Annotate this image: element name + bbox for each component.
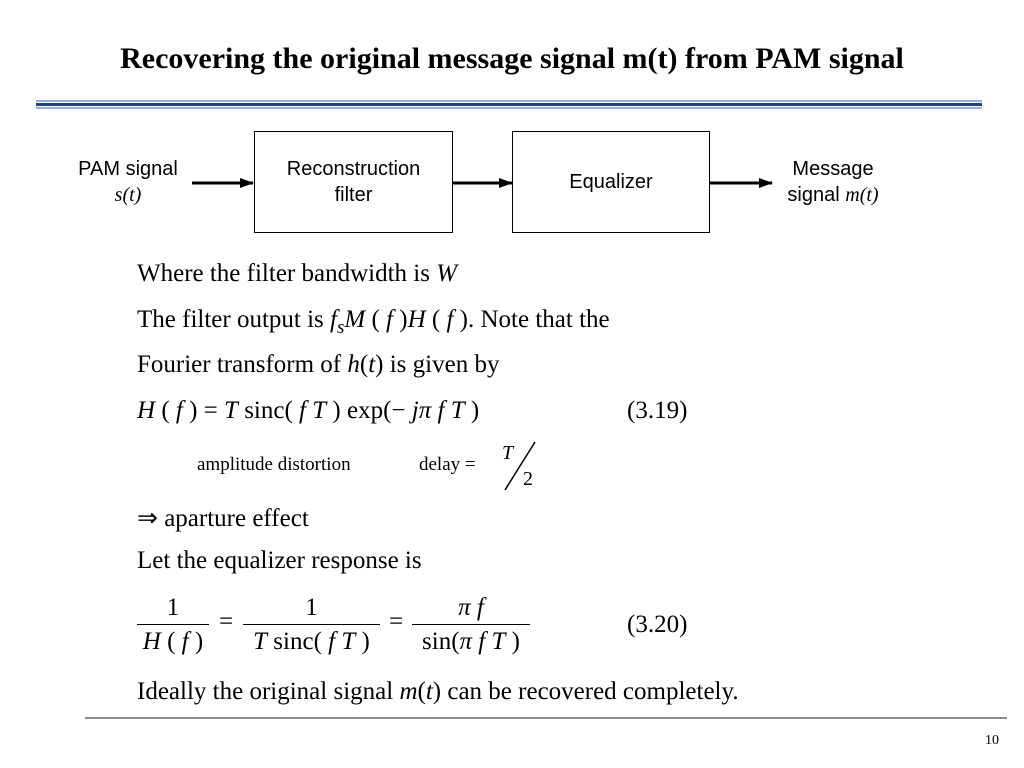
- diagram-arrows: [192, 178, 773, 188]
- bandwidth-text: Where the filter bandwidth is: [137, 260, 430, 287]
- text-line-filter-output: The filter output is fsM ( f )H ( f ). N…: [137, 306, 610, 339]
- input-label-text: PAM signal: [78, 158, 178, 180]
- output-label-line1: Message: [792, 158, 874, 180]
- title-divider: [36, 100, 982, 109]
- filter-output-text: The filter output is: [137, 306, 331, 333]
- equalizer-label: Equalizer: [569, 171, 653, 193]
- output-label: Message signal m(t): [768, 156, 898, 208]
- delay-label: delay =: [419, 454, 476, 475]
- block-diagram: PAM signal s(t) Reconstruction filter Eq…: [0, 0, 1024, 250]
- input-label: PAM signal s(t): [62, 156, 194, 208]
- equalizer-response-line: Let the equalizer response is: [137, 547, 422, 574]
- given-by-text: is given by: [383, 351, 500, 378]
- text-line-fourier: Fourier transform of h(t) is given by: [137, 351, 499, 379]
- equals-sign-1: =: [218, 608, 234, 635]
- ideal-recovery-line: Ideally the original signal m(t) can be …: [137, 678, 739, 706]
- aparture-effect-text: aparture effect: [164, 505, 309, 532]
- delay-text: delay: [419, 454, 461, 475]
- footer-divider: [85, 717, 1007, 719]
- equation-3-19: H ( f ) = T sinc( f T ) exp(− jπ f T ): [137, 397, 480, 424]
- delay-fraction: T 2: [502, 441, 536, 491]
- message-signal-symbol: m(t): [399, 678, 442, 705]
- equation-number-3-20: (3.20): [627, 611, 688, 638]
- output-label-line2: signal: [787, 184, 840, 206]
- note-text: . Note that the: [468, 306, 610, 333]
- ideal-text-a: Ideally the original signal: [137, 678, 400, 705]
- aparture-effect-line: ⇒ aparture effect: [137, 505, 309, 532]
- filter-output-formula: fsM ( f )H ( f ): [330, 306, 468, 338]
- amplitude-distortion-label: amplitude distortion: [197, 454, 351, 475]
- ideal-text-b: can be recovered completely.: [441, 678, 739, 705]
- input-signal-symbol: s(t): [114, 184, 142, 206]
- reconstruction-filter-block: Reconstruction filter: [254, 131, 453, 233]
- impulse-response-symbol: h(t): [347, 351, 384, 378]
- page-number: 10: [985, 733, 999, 748]
- reconstruction-filter-label: Reconstruction filter: [286, 158, 421, 206]
- text-line-bandwidth: Where the filter bandwidth is W: [137, 260, 457, 288]
- fourier-text: Fourier transform of: [137, 351, 348, 378]
- equalizer-block: Equalizer: [512, 131, 710, 233]
- equals-sign-2: =: [388, 608, 404, 635]
- slide-title: Recovering the original message signal m…: [120, 42, 904, 75]
- bandwidth-symbol: W: [436, 260, 458, 287]
- output-signal-symbol: m(t): [845, 184, 879, 206]
- equation-number-3-19: (3.19): [627, 397, 688, 424]
